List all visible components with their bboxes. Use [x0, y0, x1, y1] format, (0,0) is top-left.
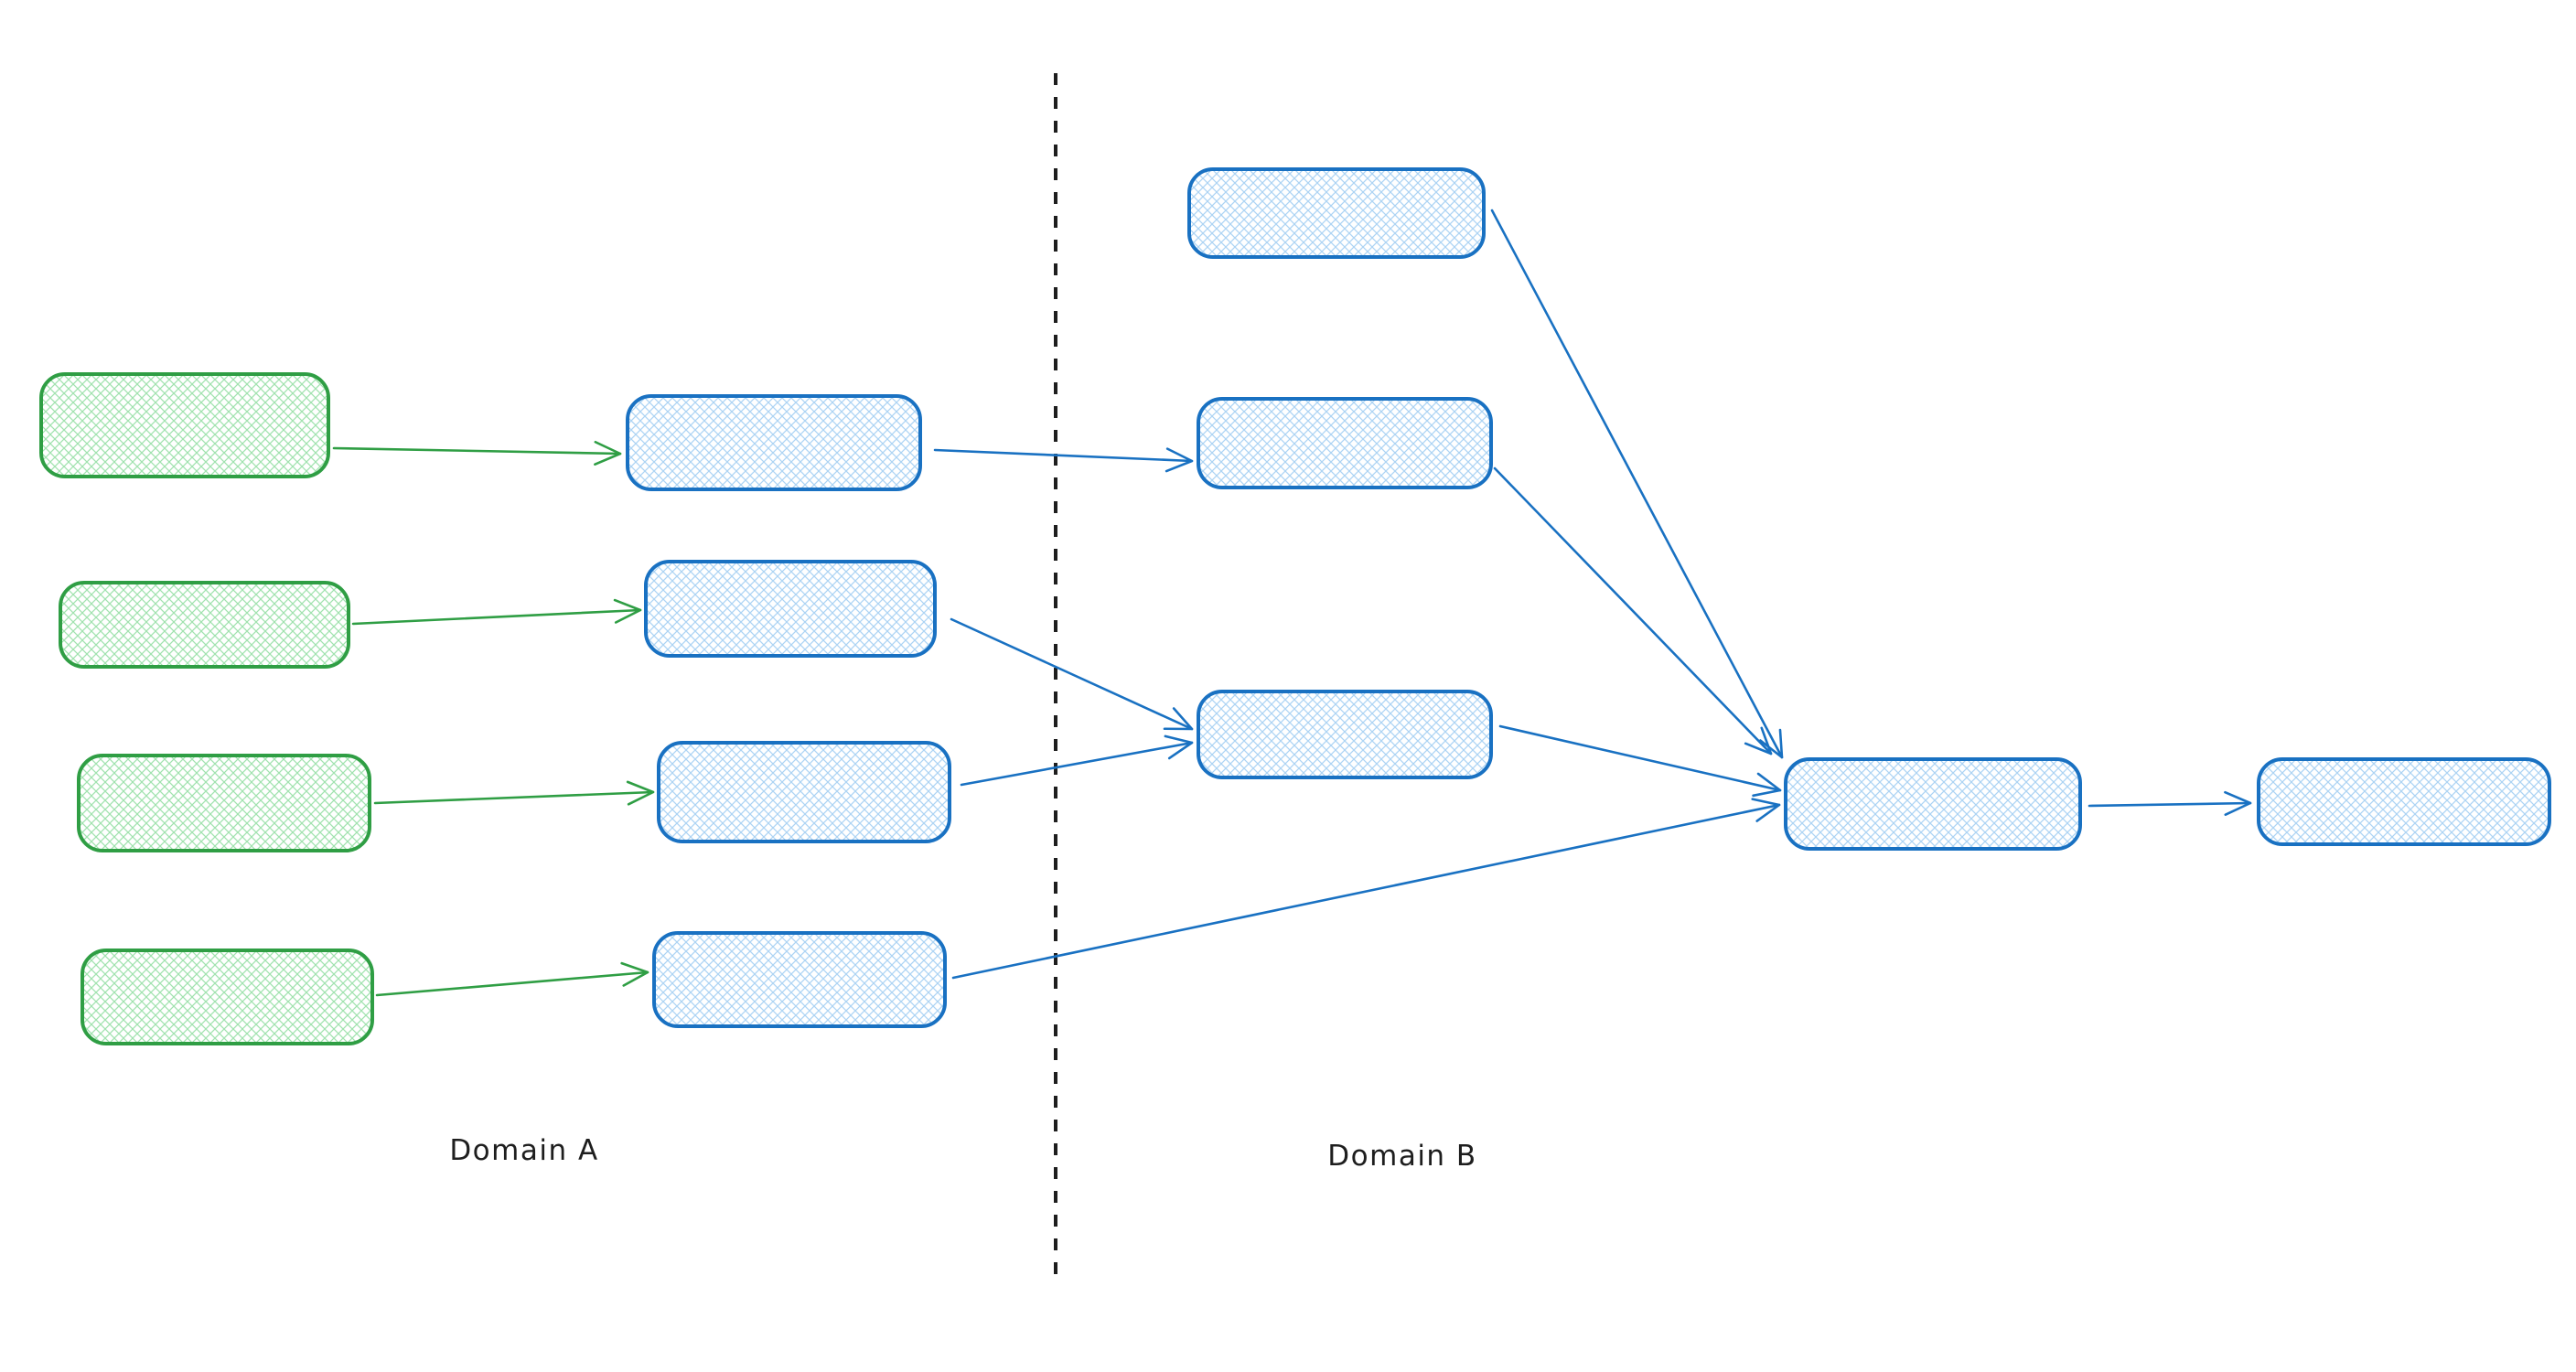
node-green-2 — [59, 581, 350, 669]
edge-a4-to-merge — [951, 798, 1781, 980]
domain-a-label: Domain A — [449, 1134, 598, 1167]
node-blue-b3 — [1197, 690, 1493, 779]
edge-green2-to-a2 — [351, 598, 642, 626]
node-blue-merge — [1784, 757, 2082, 851]
edge-b2-to-merge — [1493, 466, 1773, 756]
node-blue-b1 — [1187, 167, 1486, 259]
node-blue-a3 — [657, 741, 951, 843]
node-blue-a4 — [652, 931, 947, 1028]
node-green-1 — [39, 372, 330, 478]
node-green-3 — [77, 754, 371, 852]
node-blue-output — [2257, 757, 2551, 846]
node-blue-b2 — [1197, 397, 1493, 489]
edge-green1-to-a1 — [332, 440, 622, 466]
edge-b1-to-merge — [1490, 209, 1784, 759]
node-blue-a1 — [626, 394, 922, 491]
domain-b-label: Domain B — [1327, 1140, 1476, 1173]
edge-a3-to-b3 — [960, 734, 1194, 787]
edge-a2-to-b3 — [950, 617, 1194, 731]
edge-green4-to-a4 — [375, 961, 649, 997]
edge-a1-to-b2 — [933, 447, 1194, 473]
node-blue-a2 — [644, 560, 937, 658]
edge-b3-to-merge — [1498, 724, 1782, 798]
edge-green3-to-a3 — [373, 780, 655, 806]
edge-merge-to-output — [2088, 790, 2252, 816]
node-green-4 — [80, 949, 374, 1045]
